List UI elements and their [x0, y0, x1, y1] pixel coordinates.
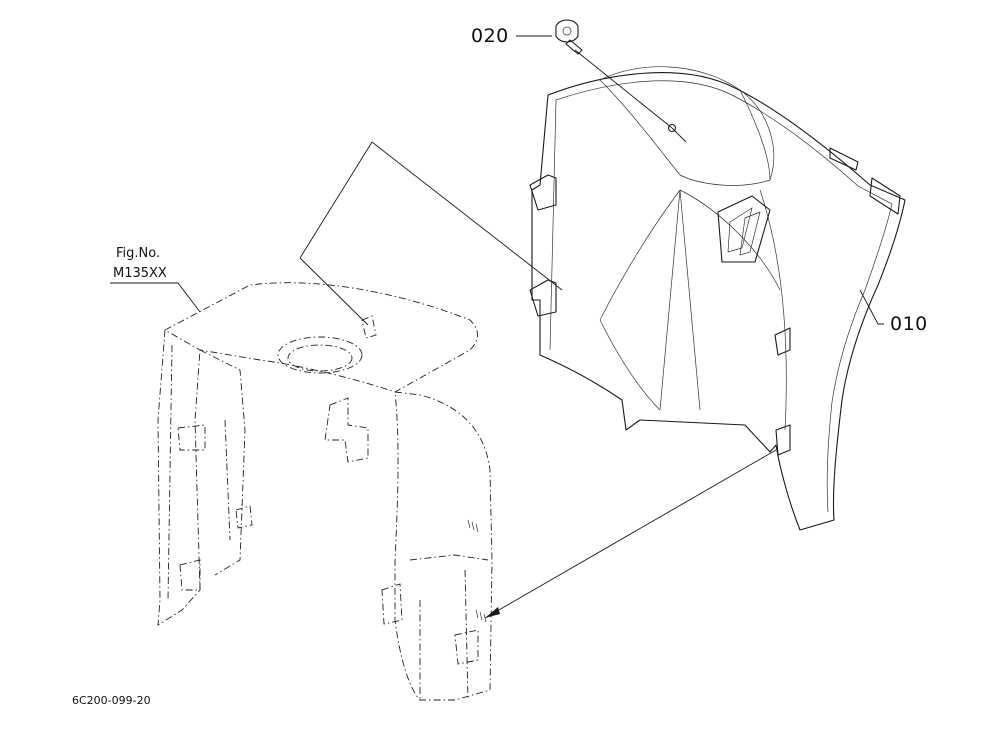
part-020-bolt — [555, 19, 583, 55]
vent-slots — [717, 195, 771, 263]
leader-010 — [859, 289, 884, 325]
drawing-code: 6C200-099-20 — [72, 694, 151, 707]
callout-020: 020 — [471, 25, 509, 47]
figure-ref-line1: Fig.No. — [116, 246, 161, 261]
leader-fig-ref — [110, 282, 201, 313]
figure-ref-line2: M135XX — [113, 266, 167, 281]
reference-frame — [157, 282, 493, 701]
callout-010: 010 — [890, 313, 928, 335]
part-010-cover — [529, 66, 906, 531]
